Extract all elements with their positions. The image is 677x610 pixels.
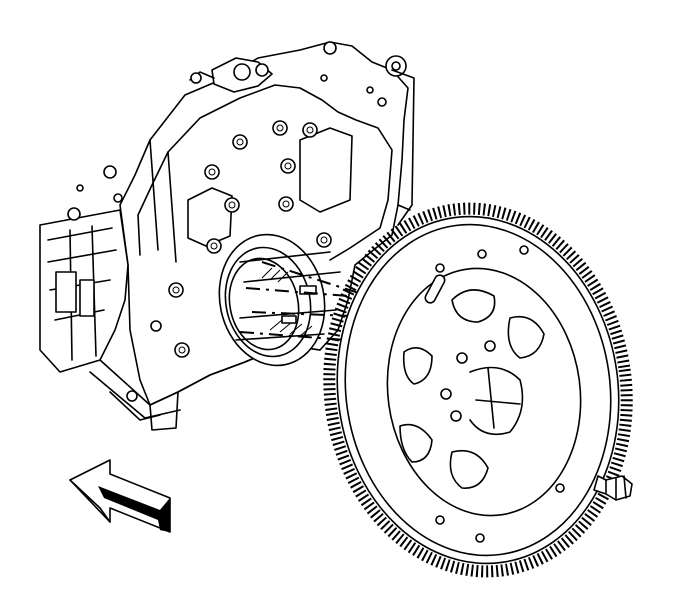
block-bolt-icons xyxy=(150,120,332,358)
flywheel-bolt-icon xyxy=(593,475,633,501)
flywheel-icon xyxy=(323,202,633,578)
front-direction-arrow-icon xyxy=(69,459,171,533)
